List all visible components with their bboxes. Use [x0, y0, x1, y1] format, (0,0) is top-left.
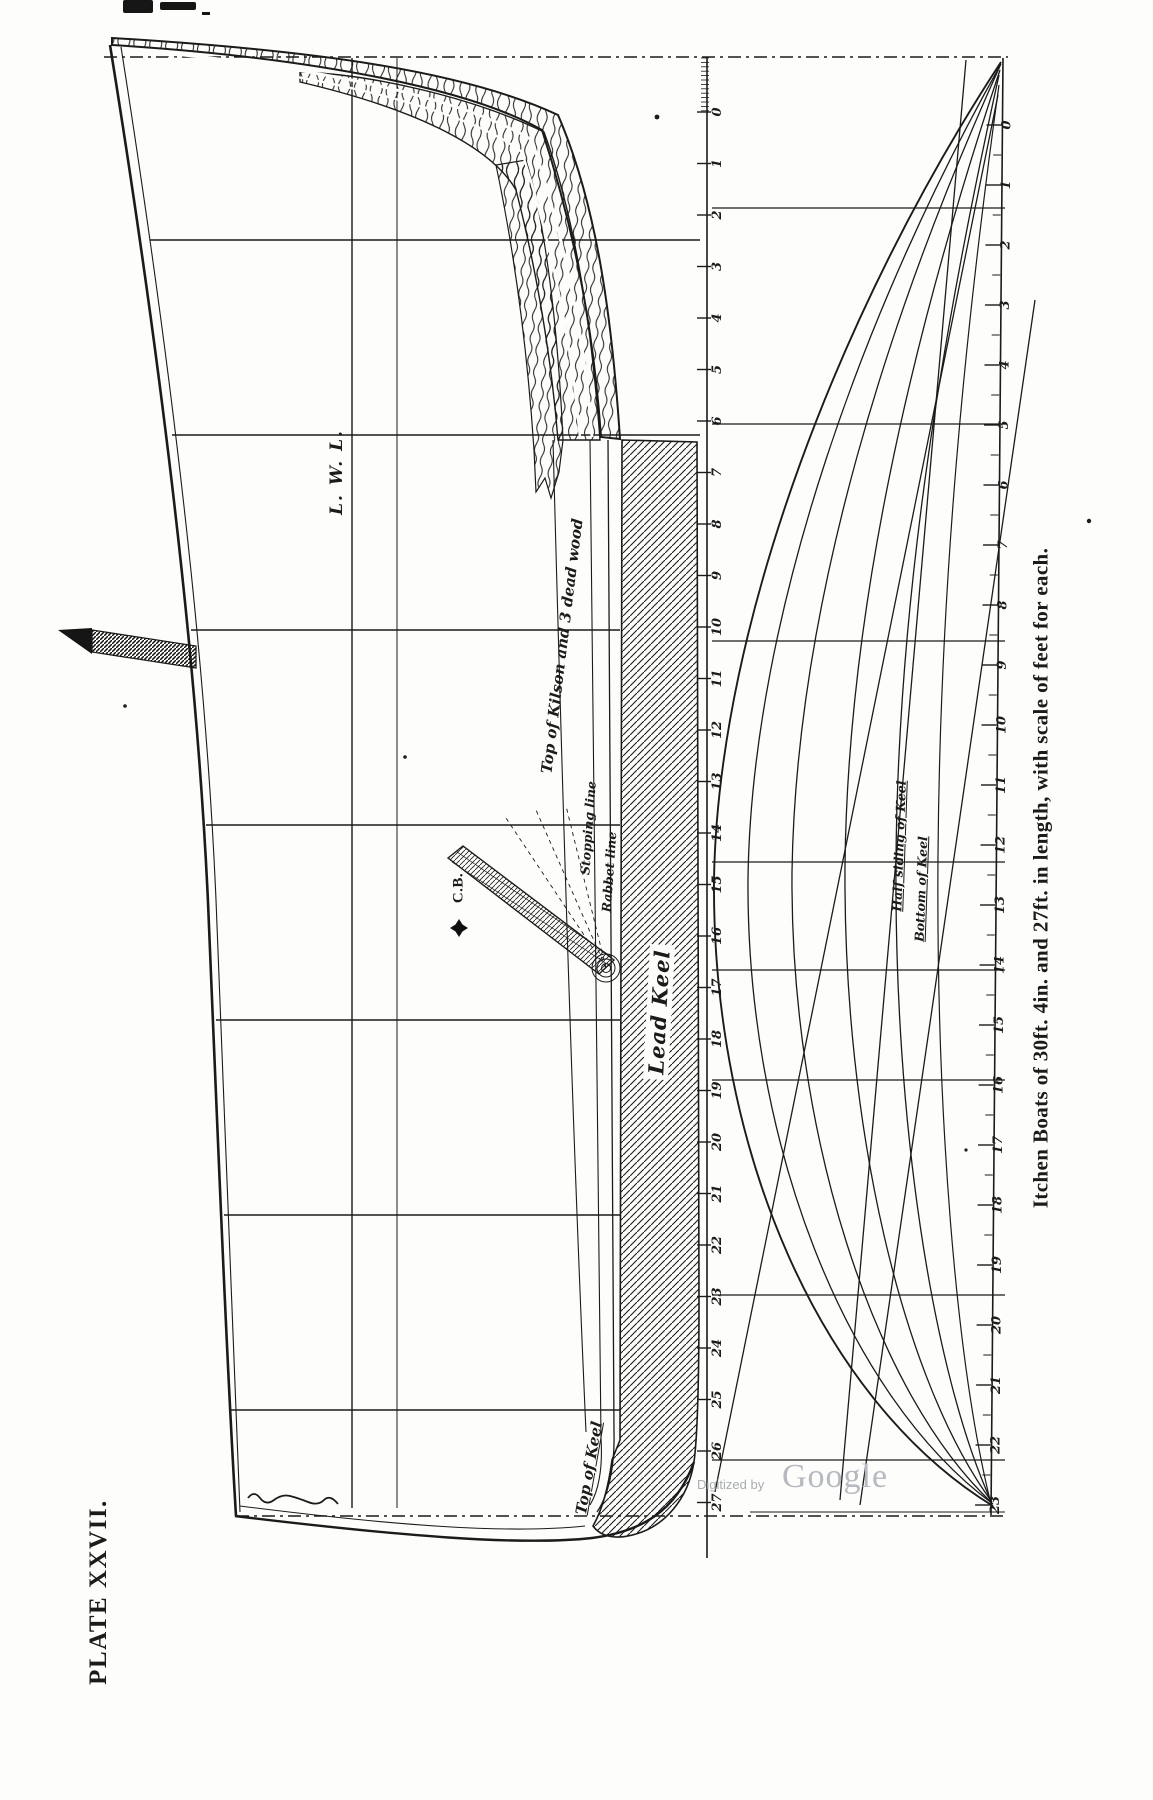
svg-text:23: 23: [710, 1287, 725, 1306]
svg-text:25: 25: [710, 1390, 725, 1409]
google-watermark: Google: [782, 1458, 889, 1495]
stem-line-inner: [239, 1505, 586, 1530]
svg-text:21: 21: [710, 1184, 725, 1203]
svg-text:4: 4: [997, 360, 1012, 369]
svg-text:13: 13: [710, 772, 725, 790]
svg-text:2: 2: [710, 210, 725, 220]
svg-text:9: 9: [710, 571, 725, 580]
svg-text:18: 18: [710, 1030, 725, 1048]
svg-text:16: 16: [710, 927, 725, 945]
svg-text:1: 1: [710, 159, 725, 168]
plan-diagonals: [714, 59, 1036, 1506]
svg-text:10: 10: [710, 618, 725, 636]
svg-text:13: 13: [993, 896, 1008, 914]
svg-text:22: 22: [989, 1436, 1004, 1455]
svg-text:23: 23: [988, 1496, 1003, 1515]
svg-text:8: 8: [710, 519, 725, 528]
plate-caption: Itchen Boats of 30ft. 4in. and 27ft. in …: [1028, 547, 1053, 1209]
svg-text:1: 1: [999, 180, 1014, 189]
svg-text:7: 7: [710, 468, 725, 477]
svg-text:11: 11: [710, 669, 725, 687]
svg-text:4: 4: [710, 313, 725, 322]
svg-text:14: 14: [710, 824, 725, 842]
svg-text:6: 6: [996, 480, 1011, 489]
plate-number-label: PLATE XXVII.: [85, 1499, 112, 1685]
sheer-line-outer: [108, 44, 238, 1517]
svg-text:26: 26: [710, 1442, 725, 1461]
svg-text:6: 6: [710, 416, 725, 425]
svg-text:18: 18: [991, 1196, 1006, 1214]
cb-star-marker: [450, 919, 468, 937]
lead-keel-hatch: [592, 439, 700, 1538]
halfbreadth-station-grid: [712, 207, 1005, 1513]
svg-text:0: 0: [710, 107, 725, 116]
scan-edge-artifacts: [123, 0, 210, 15]
profile-section-grid: [150, 239, 700, 1411]
stem-line-outer: [234, 1461, 696, 1542]
svg-text:21: 21: [989, 1376, 1004, 1395]
svg-text:20: 20: [710, 1133, 725, 1152]
svg-text:12: 12: [710, 721, 725, 739]
rabbet-line: [596, 439, 615, 1513]
svg-text:19: 19: [990, 1256, 1005, 1274]
load-water-line-label: L. W. L.: [327, 429, 347, 515]
svg-text:15: 15: [710, 875, 725, 893]
digitized-by-watermark: Digitized by: [697, 1477, 765, 1492]
svg-text:14: 14: [993, 956, 1008, 974]
svg-text:9: 9: [995, 660, 1010, 669]
svg-text:8: 8: [995, 600, 1010, 609]
svg-text:10: 10: [995, 716, 1010, 734]
centre-of-buoyancy-label: C.B.: [450, 872, 467, 904]
svg-text:17: 17: [710, 978, 725, 996]
svg-text:11: 11: [994, 776, 1009, 794]
profile-scale-ticks: 0123456789101112131415161718192021222324…: [697, 57, 725, 1513]
svg-text:5: 5: [997, 420, 1012, 429]
engraver-signature-mark: [247, 1493, 339, 1505]
svg-text:3: 3: [710, 262, 725, 271]
svg-text:24: 24: [710, 1339, 725, 1358]
svg-text:3: 3: [998, 300, 1013, 309]
svg-text:27: 27: [710, 1493, 725, 1512]
svg-text:16: 16: [992, 1076, 1007, 1094]
svg-text:12: 12: [994, 836, 1009, 854]
svg-text:0: 0: [999, 120, 1014, 129]
svg-text:15: 15: [992, 1016, 1007, 1034]
svg-text:7: 7: [996, 540, 1011, 549]
half-breadth-curves: [713, 61, 1002, 1507]
halfbreadth-scale-axis: [990, 57, 1004, 1516]
svg-text:5: 5: [710, 365, 725, 374]
centerboard: [446, 805, 621, 983]
svg-text:20: 20: [990, 1316, 1005, 1335]
svg-text:19: 19: [710, 1081, 725, 1099]
svg-text:2: 2: [998, 240, 1013, 250]
sheer-line-inner: [120, 46, 241, 1513]
svg-text:22: 22: [710, 1236, 725, 1255]
ink-specks: [123, 114, 1092, 1152]
mast-stub: [58, 628, 197, 669]
svg-text:17: 17: [991, 1136, 1006, 1154]
stern-deadwood-grain: [111, 36, 622, 501]
stopping-line: [589, 439, 602, 1506]
